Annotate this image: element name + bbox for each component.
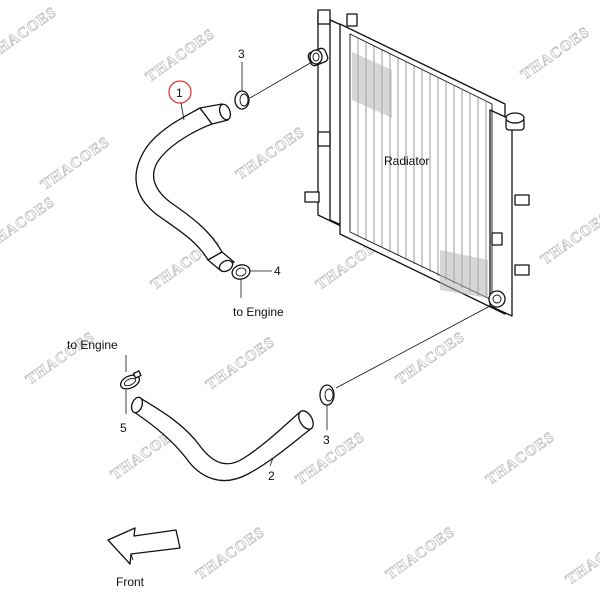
watermark: THACOES [233,124,308,183]
callout-number-4: 4 [274,264,281,278]
watermark: THACOES [193,524,268,583]
watermark: THACOES [518,24,593,83]
front-direction-arrow [107,527,181,565]
watermark: THACOES [293,429,368,488]
leader-line-lower-to-radiator [335,305,491,389]
part1-callout: 1 [168,80,192,121]
leader-line-part2 [269,457,274,467]
radiator-core-shading [352,52,488,298]
lower-hose-clamp [319,384,335,406]
radiator-mounting-brackets [304,9,530,276]
leader-line-clamp-to-radiator [249,61,313,99]
lower-radiator-hose [130,396,314,482]
radiator-inlet-fitting [307,47,329,67]
radiator: Radiator [304,9,530,317]
watermark: THACOES [0,194,58,253]
watermark: THACOES [143,26,218,85]
upper-radiator-hose [135,103,235,273]
engine-side-upper-clamp [231,264,251,280]
callout-number-2: 2 [268,469,275,483]
watermark: THACOES [538,209,600,268]
watermark: THACOES [383,524,458,583]
radiator-label: Radiator [384,154,429,168]
callout-number-1: 1 [176,86,183,100]
watermark: THACOES [38,134,113,193]
engine-side-lower-clamp [119,370,142,390]
watermark: THACOES [563,529,600,588]
watermark: THACOES [0,4,60,63]
radiator-filler-cap [505,112,525,131]
upper-hose-clamp [234,90,250,110]
to-engine-lower-label: to Engine [67,338,118,352]
watermark: THACOES [203,334,278,393]
to-engine-upper-label: to Engine [233,305,284,319]
callout-number-3-upper: 3 [238,47,245,61]
radiator-outlet-fitting [488,290,506,308]
callout-number-5: 5 [120,421,127,435]
callout-number-3-lower: 3 [323,433,330,447]
watermark: THACOES [483,429,558,488]
callout-highlight-ring [168,80,192,104]
front-label: Front [116,575,145,589]
